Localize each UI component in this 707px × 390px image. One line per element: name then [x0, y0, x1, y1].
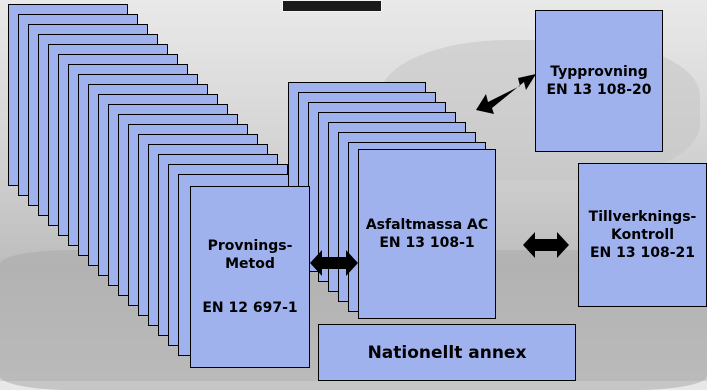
- provningsmetod-standard: EN 12 697-1: [202, 300, 298, 316]
- nationellt-annex-box: Nationellt annex: [318, 324, 576, 381]
- double-arrow-icon: [310, 250, 358, 276]
- tillverkningskontroll-box: Tillverknings- Kontroll EN 13 108-21: [578, 163, 707, 307]
- top-dark-tab: [282, 0, 382, 12]
- typprovning-standard: EN 13 108-20: [546, 82, 652, 98]
- tillverkningskontroll-line1: Tillverknings-: [588, 209, 697, 225]
- provningsmetod-box: Provnings- Metod EN 12 697-1: [190, 186, 310, 368]
- typprovning-box: Typprovning EN 13 108-20: [535, 10, 663, 152]
- provningsmetod-line1: Provnings-: [207, 238, 293, 254]
- asfaltmassa-box: Asfaltmassa AC EN 13 108-1: [358, 149, 496, 319]
- typprovning-line1: Typprovning: [550, 64, 648, 80]
- asfaltmassa-standard: EN 13 108-1: [379, 235, 475, 251]
- double-arrow-icon: [476, 74, 536, 114]
- nationellt-annex-label: Nationellt annex: [367, 342, 527, 363]
- tillverkningskontroll-standard: EN 13 108-21: [589, 245, 696, 261]
- provningsmetod-line2: Metod: [225, 256, 275, 272]
- tillverkningskontroll-line2: Kontroll: [611, 227, 674, 243]
- double-arrow-icon: [523, 232, 569, 258]
- asfaltmassa-line1: Asfaltmassa AC: [365, 217, 489, 233]
